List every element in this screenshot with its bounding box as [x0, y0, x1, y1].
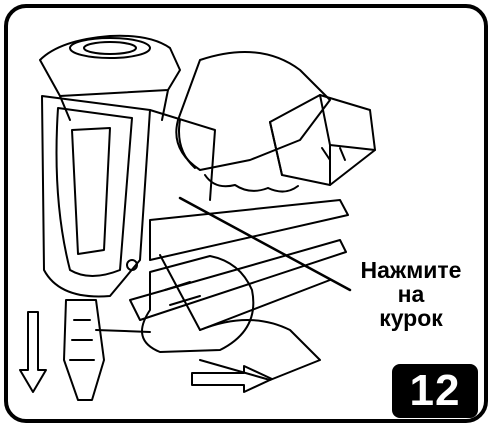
magazine-rail [129, 199, 349, 331]
instruction-line1: Нажмите [360, 257, 462, 283]
tool-head [39, 34, 181, 121]
step-number-badge: 12 [392, 364, 478, 418]
instruction-line2: на [397, 281, 425, 307]
step-number: 12 [409, 366, 461, 415]
tool-nose [63, 299, 151, 401]
arrow-right-icon [191, 365, 273, 393]
leader-line [178, 196, 352, 292]
battery-pack [269, 94, 376, 186]
lower-hand [141, 255, 321, 381]
instruction-line3: курок [379, 305, 443, 331]
upper-hand [175, 51, 331, 193]
instruction-callout: Нажмите на курок [336, 258, 486, 330]
illustration-frame [4, 4, 488, 423]
tool-body [41, 95, 216, 298]
arrow-down-icon [19, 311, 47, 393]
